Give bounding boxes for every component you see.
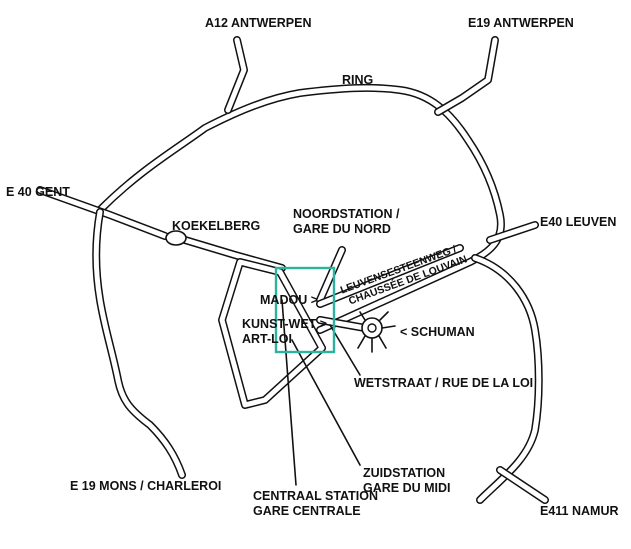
label-kunst-1: KUNST-WET > (242, 317, 327, 331)
label-wetstraat: WETSTRAAT / RUE DE LA LOI (354, 376, 533, 390)
label-ring: RING (342, 73, 373, 87)
label-e411: E411 NAMUR (540, 504, 619, 518)
label-centraal-2: GARE CENTRALE (253, 504, 361, 518)
label-zuid-1: ZUIDSTATION (363, 466, 445, 480)
label-kunst-2: ART-LOI (242, 332, 292, 346)
label-e19-mons: E 19 MONS / CHARLEROI (70, 479, 221, 493)
label-koekelberg: KOEKELBERG (172, 219, 260, 233)
schuman-roundabout (357, 311, 396, 353)
label-a12: A12 ANTWERPEN (205, 16, 312, 30)
label-schuman: < SCHUMAN (400, 325, 475, 339)
label-e40-leuven: E40 LEUVEN (540, 215, 616, 229)
city-center-highlight (274, 266, 336, 354)
label-centraal-1: CENTRAAL STATION (253, 489, 378, 503)
label-noordstation-2: GARE DU NORD (293, 222, 391, 236)
label-noordstation-1: NOORDSTATION / (293, 207, 400, 221)
koekelberg-roundabout (165, 230, 187, 246)
road-network (36, 36, 549, 504)
label-e19-north: E19 ANTWERPEN (468, 16, 574, 30)
label-zuid-2: GARE DU MIDI (363, 481, 451, 495)
label-madou: MADOU > (260, 293, 318, 307)
label-e40-gent: E 40 GENT (6, 185, 70, 199)
